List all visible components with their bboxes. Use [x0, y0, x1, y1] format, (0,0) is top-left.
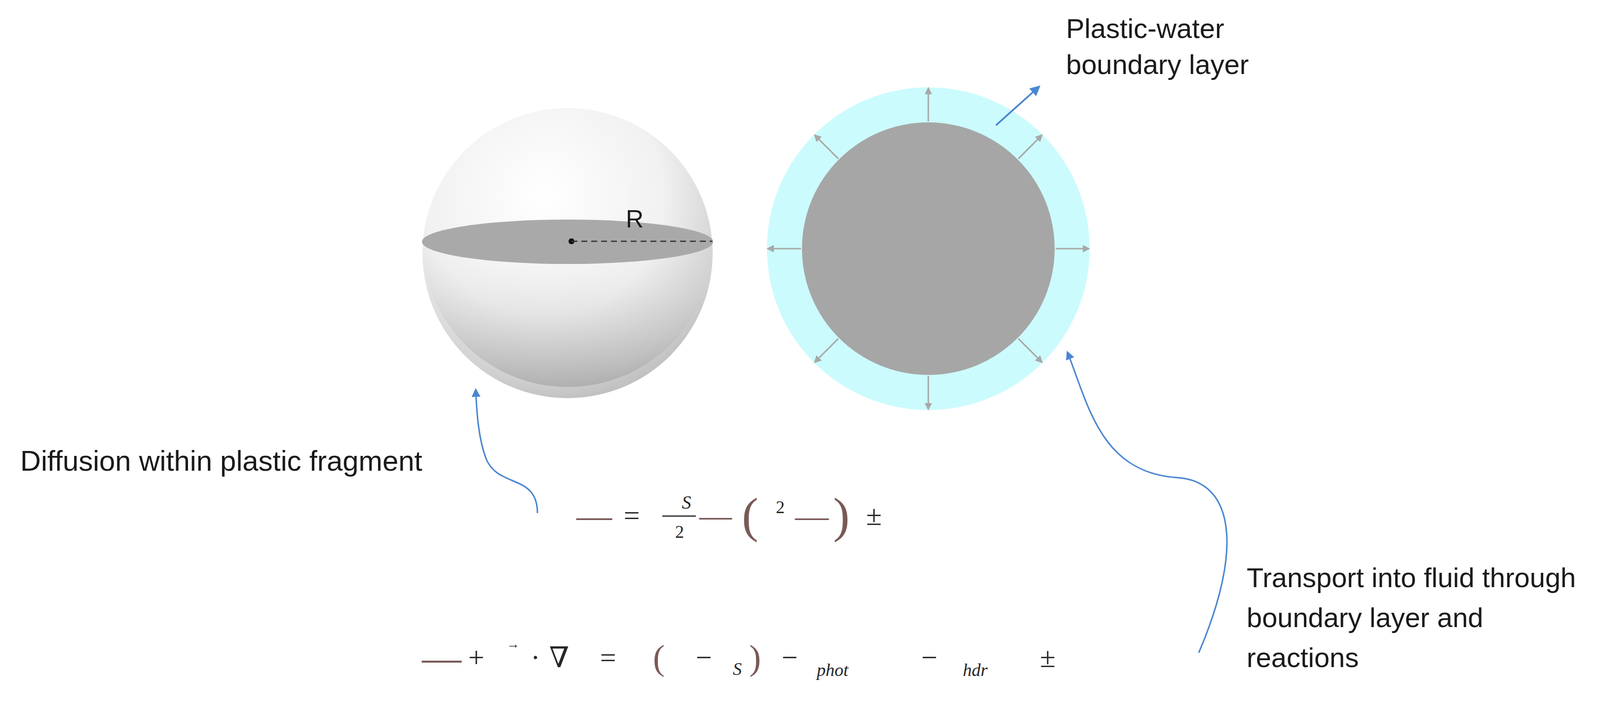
equation-symbol: =	[623, 501, 641, 531]
leader-line	[1067, 352, 1227, 653]
equation-symbol: −	[921, 643, 938, 673]
radius-line	[571, 240, 713, 243]
equator-section	[421, 219, 714, 265]
flux-arrow	[767, 248, 801, 250]
equation-symbol: −	[781, 643, 799, 673]
equation-symbol: ∇	[549, 643, 570, 673]
flux-arrow	[1055, 248, 1089, 250]
equation-symbol: ±	[1039, 643, 1056, 673]
equation-symbol: ·	[530, 643, 540, 673]
plastic-fragment	[801, 122, 1055, 376]
fraction-bar-symbol: —	[699, 499, 732, 533]
plastic-sphere	[422, 108, 713, 399]
equation-symbol: −	[695, 643, 713, 673]
equation-symbol: ±	[866, 501, 882, 531]
fraction-bar-symbol: —	[421, 638, 462, 678]
bracket-symbol: )	[833, 491, 850, 541]
annotation: Plastic-water boundary layer	[1066, 10, 1298, 83]
leader-line	[475, 389, 538, 514]
equation-subscript: hdr	[962, 661, 988, 680]
flux-arrow	[1018, 135, 1042, 159]
bracket-symbol: (	[741, 491, 759, 541]
annotation: Diffusion within plastic fragment	[20, 442, 423, 480]
boundary-layer	[766, 87, 1090, 411]
equation-number: 2	[675, 523, 685, 541]
bracket-symbol: )	[749, 640, 762, 676]
fraction-bar	[662, 515, 696, 518]
flux-arrow	[927, 88, 930, 122]
leader-line	[995, 86, 1039, 126]
annotation: Transport into fluid through boundary la…	[1246, 557, 1593, 679]
equation-symbol: +	[468, 643, 485, 673]
equation-variable: S	[682, 493, 692, 512]
fraction-bar-symbol: —	[576, 497, 612, 534]
flux-arrows	[767, 88, 1089, 410]
flux-arrow	[927, 376, 930, 410]
flux-arrow	[1018, 338, 1042, 362]
exponent-number: 2	[775, 498, 785, 517]
equation-subscript: phot	[816, 661, 849, 680]
bracket-symbol: (	[652, 640, 665, 676]
equation-subscript: S	[732, 660, 742, 679]
vector-arrow: →	[506, 638, 520, 651]
flux-arrow	[814, 338, 839, 362]
fraction-bar-symbol: —	[795, 498, 829, 533]
radius-label: R	[625, 203, 644, 236]
equation-symbol: =	[600, 643, 617, 673]
flux-arrow	[814, 135, 839, 159]
